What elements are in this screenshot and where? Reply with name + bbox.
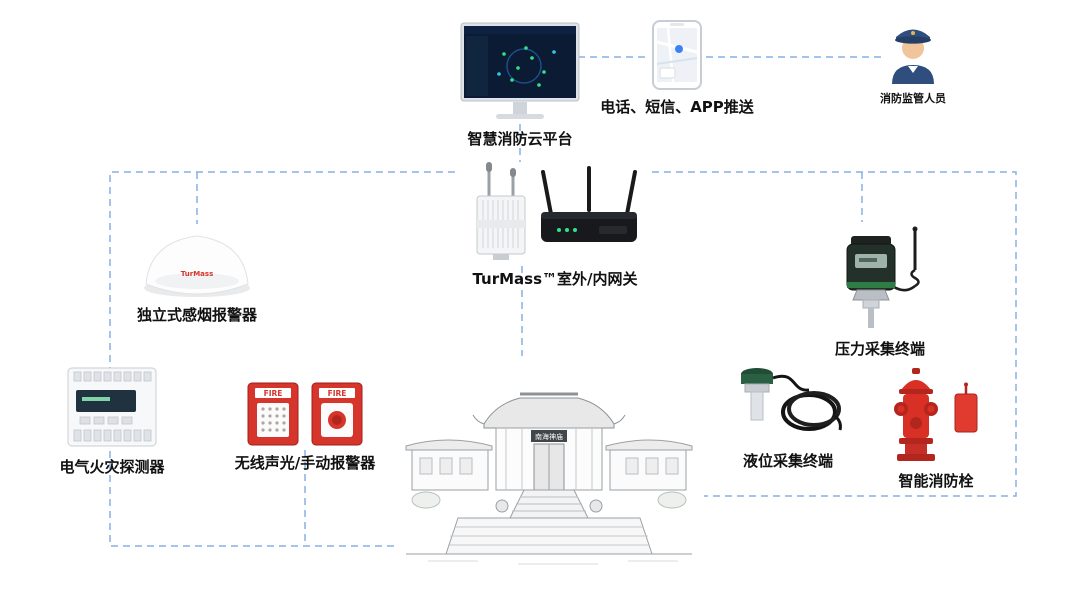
pressure-sensor-icon — [846, 226, 920, 328]
smoke-alarm-label: 独立式感烟报警器 — [136, 306, 257, 324]
gateway-node: TurMass™室外/内网关 — [455, 162, 655, 289]
manual-call-point-icon: FIRE — [311, 382, 363, 446]
cloud-platform-node: 智慧消防云平台 — [460, 22, 580, 149]
wireless-alarm-label: 无线声光/手动报警器 — [234, 454, 376, 472]
temple-sketch-icon: 南海神庙 — [398, 358, 700, 572]
temple-plaque-text: 南海神庙 — [535, 432, 563, 441]
hydrant-label: 智能消防栓 — [898, 472, 974, 490]
wireless-alarm-node: FIRE FIRE 无线声光/手动报警器 — [235, 382, 375, 473]
alarm-fire-sign-text: FIRE — [264, 389, 283, 398]
phone-map-icon — [652, 20, 702, 90]
liquid-terminal-label: 液位采集终端 — [742, 452, 833, 470]
pressure-terminal-label: 压力采集终端 — [834, 340, 925, 358]
cloud-platform-label: 智慧消防云平台 — [467, 130, 573, 148]
outdoor-gateway-icon — [476, 162, 526, 260]
router-gateway-icon — [541, 166, 637, 242]
app-push-node: 电话、短信、APP推送 — [592, 20, 762, 117]
monitor-dashboard-icon — [460, 22, 580, 119]
liquid-level-sensor-icon — [741, 368, 842, 431]
electrical-detector-label: 电气火灾探测器 — [59, 458, 165, 476]
hydrant-transmitter-icon — [954, 382, 978, 433]
pressure-terminal-node: 压力采集终端 — [820, 224, 940, 359]
electrical-detector-node: 电气火灾探测器 — [52, 364, 172, 477]
building-node: 南海神庙 — [398, 358, 700, 572]
sound-light-alarm-icon: FIRE — [247, 382, 299, 446]
officer-label: 消防监管人员 — [880, 92, 946, 105]
officer-node: 消防监管人员 — [858, 20, 968, 106]
alarm-fire-sign-text: FIRE — [328, 389, 347, 398]
smoke-detector-icon: TurMass — [144, 235, 250, 297]
smoke-brand-text: TurMass — [181, 270, 213, 278]
fire-officer-icon — [892, 29, 934, 84]
gateway-label: TurMass™室外/内网关 — [472, 270, 638, 288]
electrical-detector-icon — [67, 367, 157, 447]
hydrant-node: 智能消防栓 — [886, 366, 986, 491]
fire-hydrant-icon — [894, 368, 938, 461]
app-push-label: 电话、短信、APP推送 — [600, 98, 754, 116]
liquid-terminal-node: 液位采集终端 — [726, 364, 850, 471]
smoke-alarm-node: TurMass 独立式感烟报警器 — [132, 226, 262, 325]
